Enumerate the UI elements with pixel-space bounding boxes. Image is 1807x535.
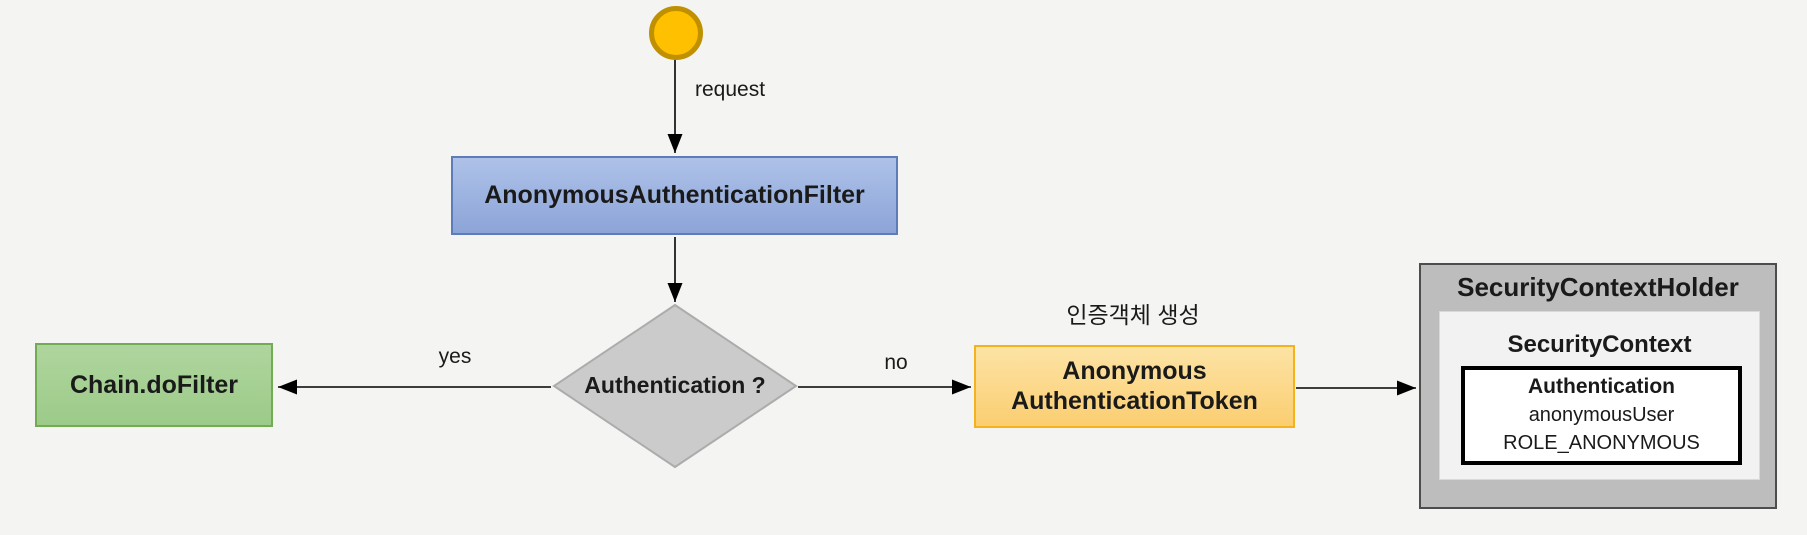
chain-dofilter-label: Chain.doFilter [69, 370, 239, 399]
token-annotation: 인증객체 생성 [1066, 302, 1200, 328]
anonymous-authentication-filter-label: AnonymousAuthenticationFilter [484, 181, 865, 209]
authentication-authority: ROLE_ANONYMOUS [1503, 431, 1700, 454]
security-context-holder-title: SecurityContextHolder [1457, 272, 1739, 302]
no-edge-label: no [884, 351, 908, 374]
authentication-title: Authentication [1528, 375, 1675, 399]
token-label-line1: Anonymous [1062, 357, 1207, 385]
request-edge-label: request [695, 78, 766, 101]
anonymous-authentication-token-node: Anonymous AuthenticationToken [974, 345, 1295, 428]
start-node [649, 6, 703, 60]
security-context-node: SecurityContext Authentication anonymous… [1439, 311, 1760, 480]
token-label-line2: AuthenticationToken [1011, 386, 1258, 415]
yes-edge-label: yes [438, 345, 472, 368]
authentication-principal: anonymousUser [1528, 404, 1675, 427]
security-context-title: SecurityContext [1507, 331, 1692, 358]
chain-dofilter-node: Chain.doFilter [35, 343, 273, 427]
security-context-holder-node: SecurityContextHolder SecurityContext Au… [1419, 263, 1777, 509]
authentication-node: Authentication anonymousUser ROLE_ANONYM… [1461, 366, 1742, 465]
decision-diamond [552, 303, 798, 469]
decision-label: Authentication ? [584, 372, 766, 398]
anonymous-authentication-filter-node: AnonymousAuthenticationFilter [451, 156, 898, 235]
